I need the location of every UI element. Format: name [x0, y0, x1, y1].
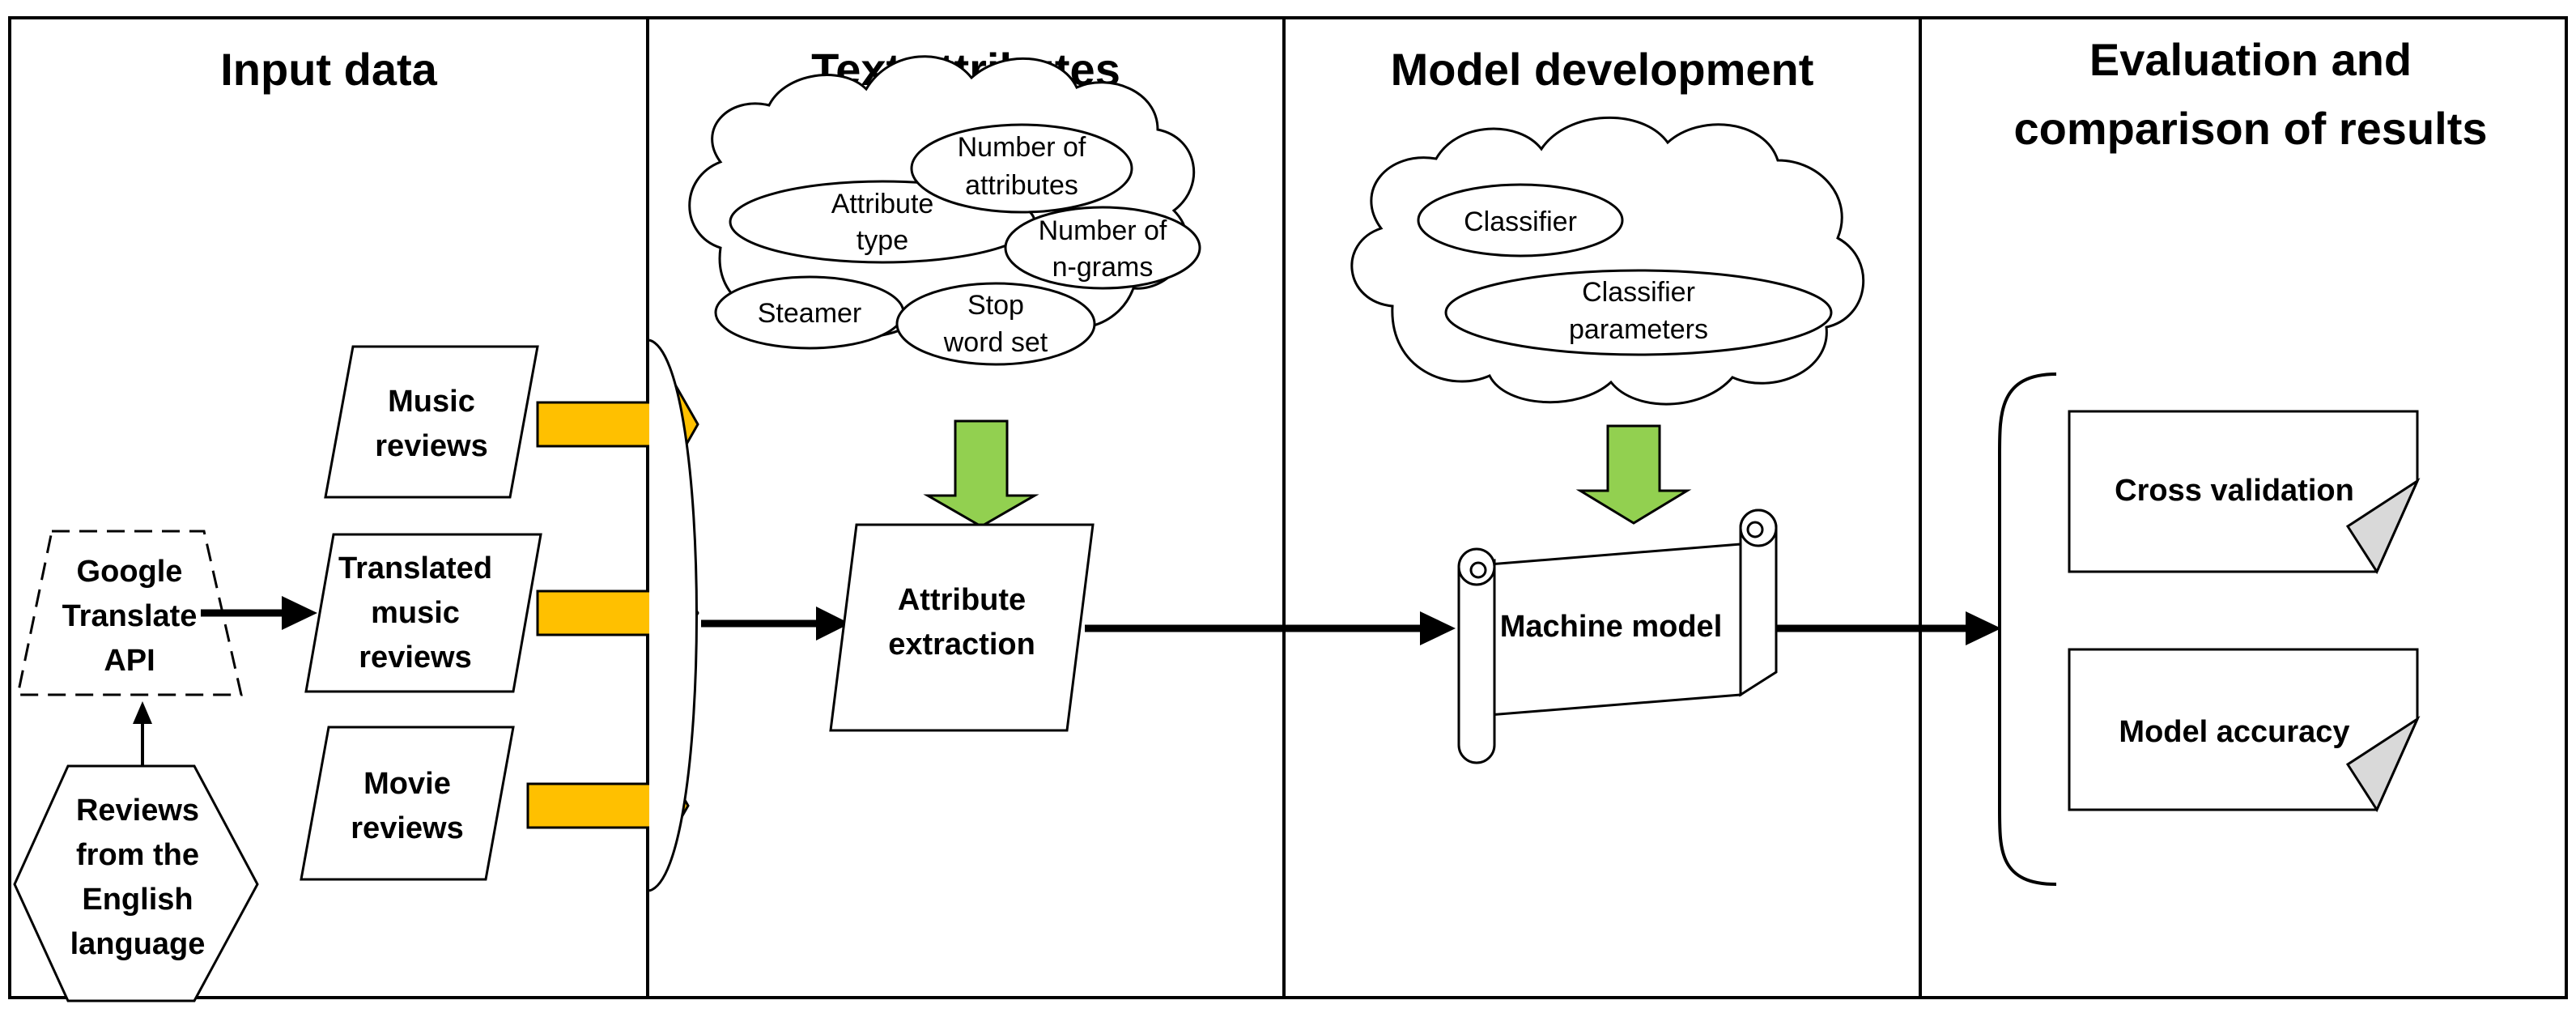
svg-text:Number of: Number of: [1039, 215, 1167, 246]
svg-text:language: language: [70, 927, 206, 961]
header-evaluation-line1: Evaluation and: [2089, 34, 2412, 85]
svg-text:Cross validation: Cross validation: [2115, 474, 2354, 508]
classifier-parameters-ellipse: Classifier parameters: [1444, 269, 1833, 356]
classifier-ellipse: Classifier: [1417, 183, 1624, 258]
svg-text:Stop: Stop: [967, 290, 1024, 321]
attribute-extraction-box: Attribute extraction: [829, 523, 1095, 732]
model-accuracy-note: Model accuracy: [2068, 648, 2421, 813]
model-development-cloud: [1350, 116, 1865, 406]
svg-text:Classifier: Classifier: [1582, 277, 1695, 308]
svg-text:Music: Music: [388, 385, 475, 419]
svg-text:Movie: Movie: [363, 767, 451, 801]
svg-text:attributes: attributes: [965, 170, 1078, 201]
google-translate-api-box: Google Translate API: [16, 530, 243, 696]
svg-text:Number of: Number of: [958, 132, 1086, 163]
header-evaluation-line2: comparison of results: [2013, 103, 2487, 154]
machine-model-scroll: Machine model: [1457, 509, 1778, 764]
svg-text:Google: Google: [77, 555, 183, 589]
header-input-data: Input data: [220, 44, 437, 95]
evaluation-bracket: [1998, 372, 2057, 886]
svg-text:Machine model: Machine model: [1500, 610, 1723, 644]
arrowhead-google-to-translated: [282, 596, 317, 630]
svg-text:reviews: reviews: [359, 641, 471, 675]
music-reviews-box: Music reviews: [324, 345, 539, 499]
svg-text:Translated: Translated: [338, 551, 492, 585]
green-arrow-classifier: [1575, 424, 1692, 525]
svg-text:n-grams: n-grams: [1052, 252, 1154, 283]
arrowhead-extraction-to-model: [1420, 611, 1456, 645]
svg-text:English: English: [82, 883, 193, 917]
svg-text:Attribute: Attribute: [898, 583, 1026, 617]
svg-text:Reviews: Reviews: [76, 794, 199, 828]
svg-text:Classifier: Classifier: [1464, 206, 1577, 237]
header-model-development: Model development: [1391, 44, 1814, 95]
number-of-ngrams-ellipse: Number of n-grams: [1004, 206, 1201, 290]
svg-text:extraction: extraction: [888, 628, 1035, 662]
number-of-attributes-ellipse: Number of attributes: [910, 123, 1133, 214]
green-arrow-attributes: [923, 419, 1039, 528]
stop-word-set-ellipse: Stop word set: [895, 282, 1096, 366]
svg-text:Translate: Translate: [62, 599, 198, 633]
svg-text:API: API: [104, 644, 155, 678]
svg-text:type: type: [857, 225, 908, 256]
svg-text:reviews: reviews: [375, 429, 487, 463]
svg-text:from the: from the: [76, 838, 199, 872]
svg-text:music: music: [371, 596, 460, 630]
svg-text:Steamer: Steamer: [758, 298, 862, 329]
arrowhead-model-to-evaluation: [1966, 611, 2001, 645]
svg-text:parameters: parameters: [1569, 314, 1708, 345]
arrowhead-inputs-to-extraction: [816, 607, 850, 641]
diagram-frame: [8, 16, 2568, 999]
cross-validation-note: Cross validation: [2068, 410, 2421, 575]
movie-reviews-box: Movie reviews: [300, 726, 515, 881]
steamer-ellipse: Steamer: [714, 275, 905, 350]
svg-text:reviews: reviews: [351, 811, 463, 845]
input-merge-bracket: [648, 338, 698, 892]
svg-text:Attribute: Attribute: [831, 189, 934, 219]
english-reviews-hexagon: Reviews from the English language: [13, 764, 259, 1002]
svg-text:Model accuracy: Model accuracy: [2119, 715, 2349, 749]
svg-text:word set: word set: [943, 327, 1048, 358]
arrowhead-english-to-google: [133, 701, 152, 724]
translated-music-reviews-box: Translated music reviews: [304, 533, 542, 693]
